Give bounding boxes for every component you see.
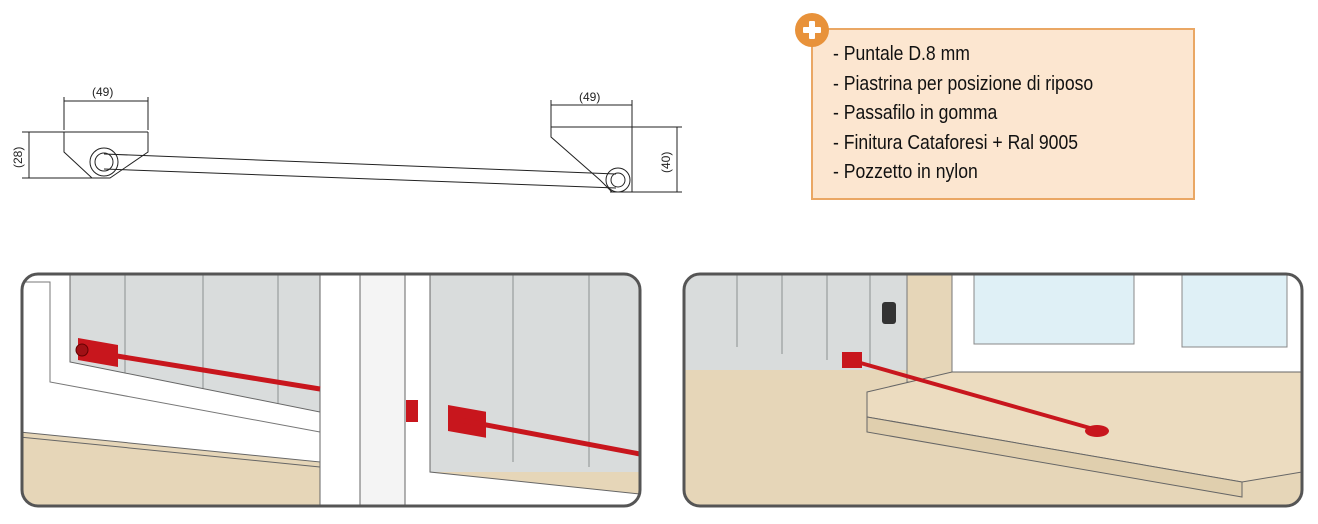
feature-item: - Puntale D.8 mm [833,43,970,65]
installation-illustration-window [682,272,1304,508]
right-width-dimension: (49) [579,90,600,104]
feature-item: - Pozzetto in nylon [833,161,978,183]
feature-item: - Finitura Cataforesi + Ral 9005 [833,132,1079,154]
technical-drawing: (49) (28) (49) (40) [11,85,682,193]
plus-icon [795,13,829,47]
feature-item: - Piastrina per posizione di riposo [833,73,1094,95]
features-box: - Puntale D.8 mm - Piastrina per posizio… [811,28,1195,200]
feature-item: - Passafilo in gomma [833,102,998,124]
left-height-dimension: (28) [11,147,25,168]
right-height-dimension: (40) [659,152,673,173]
left-width-dimension: (49) [92,85,113,99]
installation-illustration-door [20,272,642,508]
